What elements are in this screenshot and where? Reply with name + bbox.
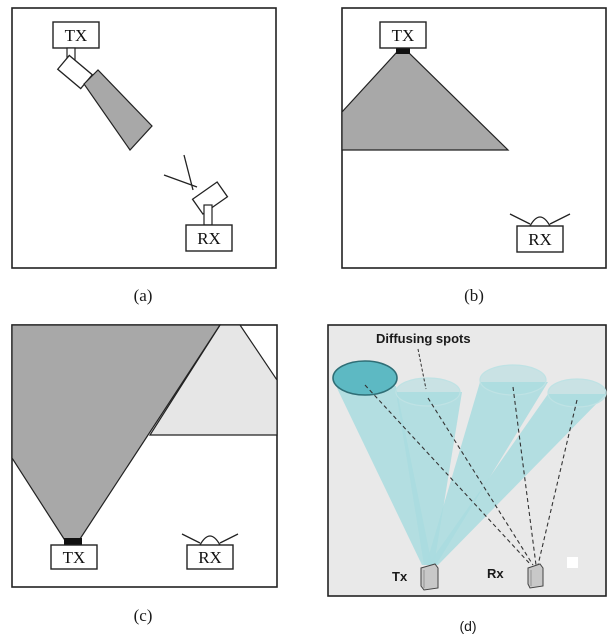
panel-c-tx-emitter	[64, 538, 82, 545]
panel-d-rx-device	[527, 563, 544, 589]
panel-d-title: Diffusing spots	[376, 331, 471, 346]
panel-d-beam-1	[336, 386, 432, 565]
panel-d-path-1	[364, 384, 532, 566]
panel-d-rx-label: Rx	[487, 566, 504, 581]
panel-b-rx-receiver	[509, 213, 571, 227]
panel-b-caption: (b)	[464, 286, 484, 305]
panel-d-beams	[336, 382, 606, 565]
panel-d-spot-2	[395, 377, 461, 407]
panel-d-spot-3	[479, 364, 547, 396]
panel-d-path-3	[512, 386, 537, 566]
panel-a-tx-box	[52, 21, 100, 49]
panel-a-frame	[11, 7, 277, 269]
panel-a: TX RX (a)	[11, 7, 277, 305]
panel-a-caption: (a)	[134, 286, 153, 305]
panel-b-rx-label: RX	[528, 230, 552, 249]
panel-b: TX RX (b)	[341, 7, 607, 305]
panel-d-tx-label: Tx	[392, 569, 408, 584]
panel-a-rx-receiver	[163, 154, 229, 226]
panel-d-tx-device	[420, 563, 439, 591]
panel-b-tx-box	[379, 21, 427, 49]
panel-d-reflected-paths	[364, 384, 578, 566]
panel-d-title-pointer	[417, 348, 427, 390]
panel-d-path-2	[427, 397, 534, 566]
panel-c-rx-label: RX	[198, 548, 222, 567]
panel-c: TX RX (c)	[11, 324, 278, 625]
panel-b-tx-label: TX	[392, 26, 415, 45]
panel-a-rx-label: RX	[197, 229, 221, 248]
panel-d-path-4	[537, 399, 578, 566]
panel-c-tx-box	[50, 544, 98, 570]
panel-d-beam-2	[396, 392, 462, 565]
panel-b-tx-emitter	[396, 48, 410, 54]
panel-d-spot-4	[547, 378, 607, 408]
panel-d-small-square	[567, 557, 578, 568]
panel-c-rx-receiver	[181, 533, 239, 546]
panel-c-tx-label: TX	[63, 548, 86, 567]
panel-c-caption: (c)	[134, 606, 153, 625]
panel-d-beam-3	[426, 382, 548, 565]
panel-c-rx-box	[186, 544, 234, 570]
panel-a-rx-box	[185, 224, 233, 252]
panel-c-reflection	[148, 324, 278, 436]
panel-b-rx-box	[516, 225, 564, 253]
panel-a-narrow-beam	[83, 69, 153, 151]
panel-d-spot-active	[332, 360, 398, 396]
panel-a-tx-label: TX	[65, 26, 88, 45]
panel-d: Diffusing spots Tx Rx (d)	[327, 324, 607, 634]
panel-d-caption: (d)	[459, 618, 476, 634]
panel-d-beam-4	[428, 394, 606, 565]
